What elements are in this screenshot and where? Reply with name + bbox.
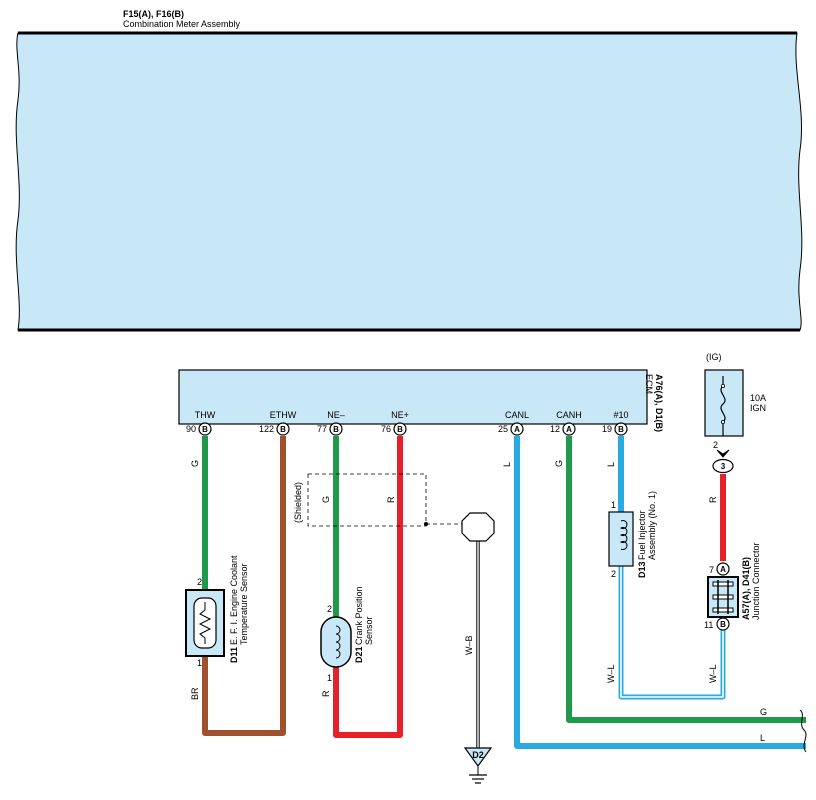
- svg-text:D13: D13: [637, 561, 647, 578]
- fuse-junction-oval: [712, 458, 734, 474]
- crank-pin-bottom: 1: [327, 673, 332, 683]
- junction-conn-bottom: [716, 617, 730, 631]
- injector-pin-top: 1: [611, 500, 616, 510]
- shield-ground-point: [461, 512, 495, 542]
- fuse-end-dot-bottom: [721, 419, 726, 424]
- ground-point-icon: [463, 747, 493, 768]
- terminal-ethw: ETHW: [270, 410, 297, 420]
- junction-conn-top: [716, 562, 730, 576]
- conn-ne-plus: B: [397, 425, 403, 434]
- wire-canh: [566, 436, 806, 723]
- fuse-end-dot-top: [721, 383, 726, 388]
- pin-canl: 25: [498, 424, 508, 434]
- terminal-ne-minus: NE–: [327, 410, 345, 420]
- svg-text:D21: D21: [354, 646, 364, 663]
- conn-canh: A: [566, 425, 572, 434]
- meter-code: F15(A), F16(B): [123, 9, 184, 19]
- pin-ne-plus: 76: [381, 424, 391, 434]
- wire-break-mark: [799, 709, 807, 753]
- resistor-zigzag-icon: [198, 602, 212, 644]
- coolant-sensor-label: D11 E. F. I. Engine Coolant Temperature …: [229, 555, 249, 663]
- thermistor-icon: [193, 597, 217, 649]
- ecm-box: [178, 369, 648, 425]
- conn-canl: A: [514, 425, 520, 434]
- coolant-pin-bottom: 1: [197, 658, 202, 668]
- wire-label-out-l: L: [760, 733, 765, 743]
- wire-canl: [514, 436, 806, 749]
- wire-label-ground: W–B: [464, 635, 474, 655]
- wire-label-injector-bottom: W–L: [606, 664, 616, 683]
- junction-conn-bottom-letter: B: [720, 620, 726, 629]
- wire-ne-plus: [333, 436, 403, 738]
- crank-pin-top: 2: [327, 604, 332, 614]
- injector-label: D13 Fuel Injector Assembly (No. 1): [637, 491, 657, 578]
- svg-text:E. F. I. Engine Coolant: E. F. I. Engine Coolant: [229, 555, 239, 645]
- wire-label-fuse: R: [708, 496, 718, 503]
- svg-text:Crank Position: Crank Position: [354, 586, 364, 645]
- pin-10: 19: [602, 424, 612, 434]
- svg-text:Sensor: Sensor: [364, 616, 374, 645]
- injector-pin-bottom: 2: [611, 569, 616, 579]
- pin-thw: 90: [186, 424, 196, 434]
- pin-ne-minus: 77: [317, 424, 327, 434]
- terminal-canl: CANL: [505, 410, 529, 420]
- wire-label-ne-minus: G: [321, 496, 331, 503]
- junction-pin-top: 7: [709, 565, 714, 575]
- wire-label-out-g: G: [760, 707, 767, 717]
- svg-text:Temperature Sensor: Temperature Sensor: [239, 563, 249, 645]
- coolant-pin-top: 2: [197, 577, 202, 587]
- wire-label-canl: L: [502, 462, 512, 467]
- wire-label-junction-bottom: W–L: [708, 664, 718, 683]
- conn-thw: B: [202, 425, 208, 434]
- fuse-pin-bottom: 3: [721, 462, 726, 471]
- wire-label-ne-bottom: R: [321, 690, 331, 697]
- svg-text:Fuel Injector: Fuel Injector: [637, 510, 647, 560]
- svg-text:Junction Connector: Junction Connector: [751, 542, 761, 620]
- fuse-connector-chevron-icon: [716, 449, 730, 458]
- junction-pin-bottom: 11: [704, 620, 713, 630]
- combination-meter-box: [15, 32, 803, 331]
- fuse-rating: 10A: [750, 393, 766, 403]
- terminal-circles: [198, 422, 628, 436]
- svg-text:A57(A), D41(B): A57(A), D41(B): [741, 557, 751, 620]
- svg-text:A76(A), D1(B): A76(A), D1(B): [654, 374, 664, 432]
- wire-ethw-br: [202, 436, 286, 736]
- wire-label-injector-top: L: [606, 462, 616, 467]
- ground-code: D2: [472, 750, 484, 760]
- fuse-name: IGN: [750, 403, 766, 413]
- ecm-label: A76(A), D1(B) ECM: [644, 374, 664, 432]
- wire-label-thw: G: [190, 460, 200, 467]
- svg-text:Assembly (No. 1): Assembly (No. 1): [647, 491, 657, 560]
- shield-box: [307, 473, 427, 527]
- shield-junction-dot: [424, 522, 428, 526]
- pin-canh: 12: [550, 424, 560, 434]
- terminal-10: #10: [613, 410, 628, 420]
- meter-name: Combination Meter Assembly: [123, 19, 241, 29]
- conn-ethw: B: [280, 425, 286, 434]
- pin-ethw: 122: [259, 424, 274, 434]
- junction-label: A57(A), D41(B) Junction Connector: [741, 542, 761, 620]
- wire-label-canh: G: [554, 460, 564, 467]
- terminal-canh: CANH: [556, 410, 582, 420]
- fuse-group: (IG): [706, 352, 722, 362]
- conn-ne-minus: B: [333, 425, 339, 434]
- coil-icon: [335, 625, 341, 659]
- fuse-icon: [720, 376, 726, 436]
- injector-box: [608, 511, 634, 567]
- wire-label-thw-bottom: BR: [190, 687, 200, 700]
- svg-text:D11: D11: [229, 647, 239, 663]
- wire-label-ne-plus: R: [386, 496, 396, 503]
- injector-coil-icon: [619, 520, 628, 550]
- fuse-pin-top: 2: [713, 440, 718, 450]
- conn-10: B: [618, 425, 624, 434]
- svg-text:ECM: ECM: [644, 374, 654, 394]
- wire-injector-wl-inner: [620, 566, 724, 698]
- shield-label: (Shielded): [293, 482, 303, 523]
- terminal-thw: THW: [195, 410, 216, 420]
- terminal-ne-plus: NE+: [391, 410, 409, 420]
- crank-sensor-label: D21 Crank Position Sensor: [354, 586, 374, 663]
- junction-bars-icon: [712, 580, 734, 614]
- junction-conn-top-letter: A: [720, 565, 726, 574]
